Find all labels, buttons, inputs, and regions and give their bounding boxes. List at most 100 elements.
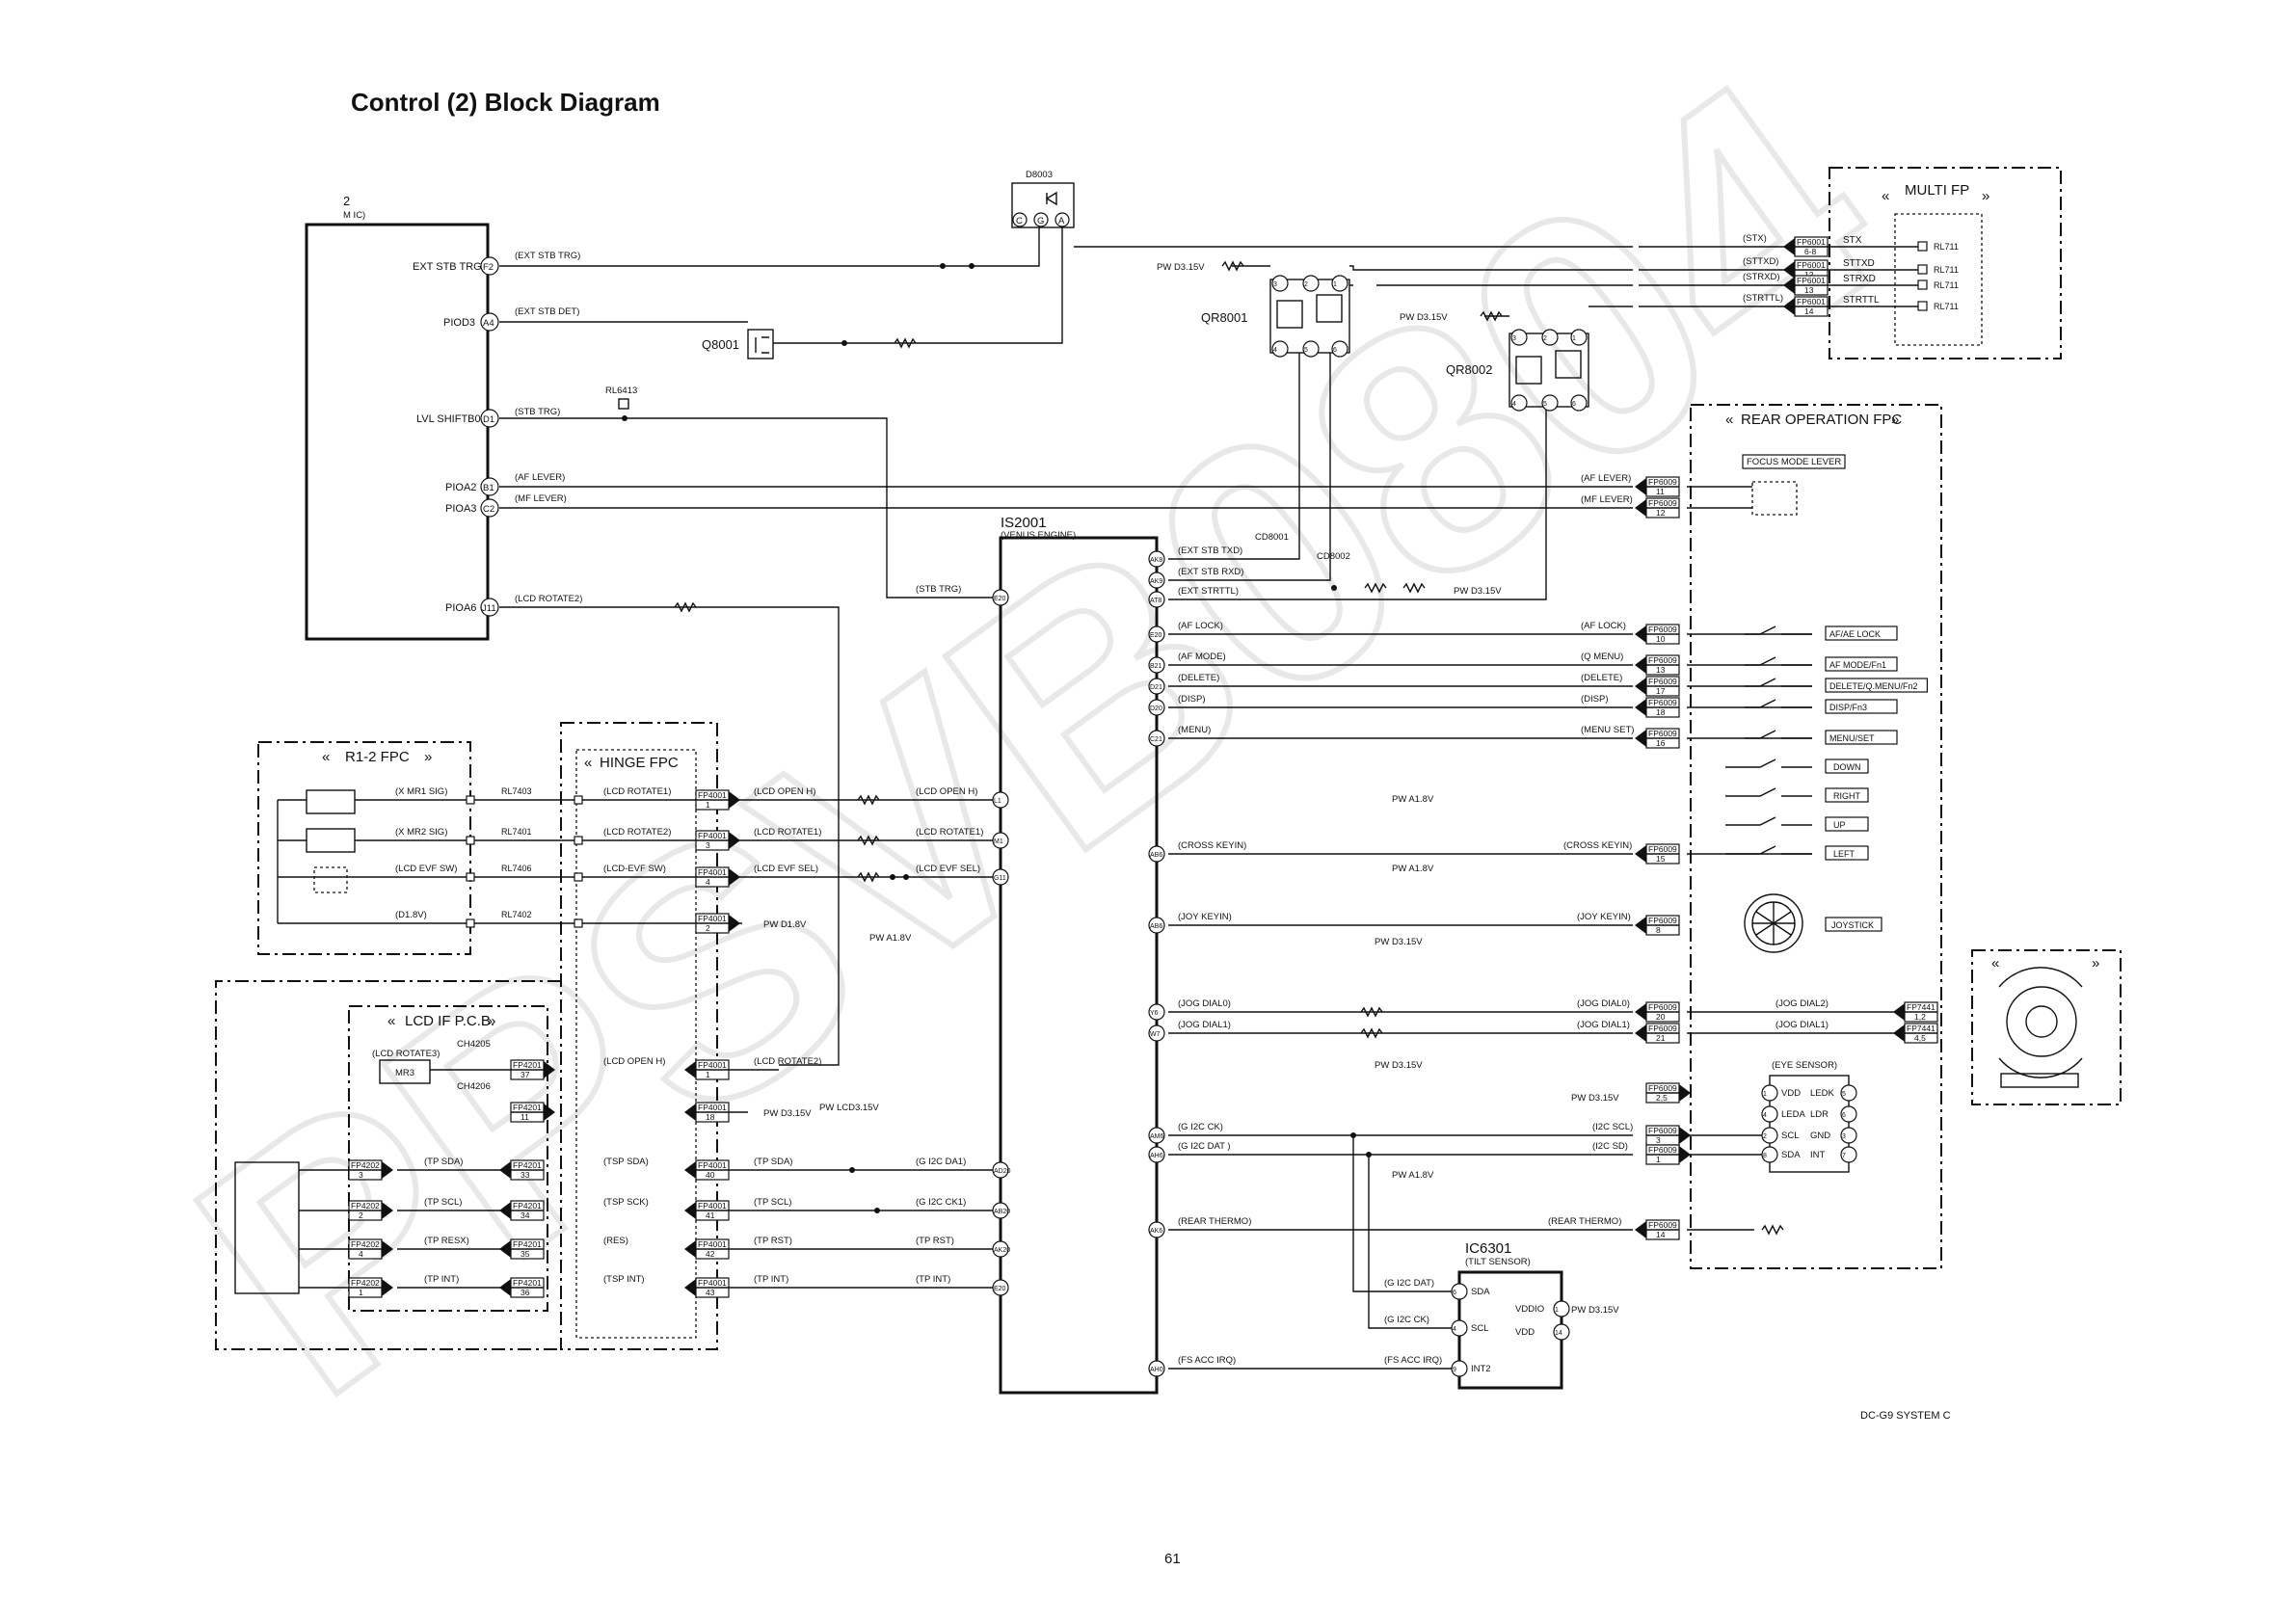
rear-fpc-title: REAR OPERATION FPC: [1741, 412, 1902, 428]
i2c-conn-ref: FP6009: [1648, 1145, 1677, 1155]
qr-pin-circle: [1271, 340, 1289, 358]
qr-pin: 2: [1543, 335, 1547, 342]
is2001-right-pin-circle: [1148, 1360, 1165, 1377]
lcd-outer-frame: [215, 980, 561, 1350]
rear-button-signal: (DISP): [1581, 694, 1609, 705]
qr-pin: 3: [1273, 281, 1277, 288]
fp4201-tp-conn-pin: 35: [521, 1249, 530, 1259]
is2001-right-pin: AM6: [1150, 1133, 1164, 1140]
rear-lever-conn-pin: 12: [1656, 508, 1666, 518]
cross-keyin-signal: (CROSS KEYIN): [1563, 840, 1632, 851]
hinge-conn-pin: 4: [706, 877, 710, 887]
is2001-right-pin: AH6: [1150, 1153, 1163, 1159]
jog-conn-pin: 21: [1656, 1033, 1666, 1043]
cd8002-label: CD8002: [1317, 551, 1350, 562]
r12-signal: (D1.8V): [395, 910, 427, 920]
is2001-right-pin: AT8: [1150, 598, 1161, 604]
hinge-lower-conn-pin: 40: [706, 1170, 715, 1180]
hinge-fpc-chev: «: [584, 755, 592, 771]
pw-d315-label: PW D3.15V: [763, 1108, 812, 1119]
qr-pin-circle: [1541, 329, 1559, 346]
pw-d18-label: PW D1.8V: [763, 919, 807, 930]
lcd-tp-signal: (TP SCL): [424, 1197, 462, 1208]
is2001-right-pin-circle: [1148, 699, 1165, 716]
jog-conn-arrow: [1635, 1024, 1646, 1042]
is2001-right-pin-circle: [1148, 625, 1165, 643]
mic-pin: J11: [482, 603, 496, 614]
eye-pin-left-circle: [1761, 1105, 1778, 1123]
is2001-right-pin: B21: [1150, 663, 1162, 670]
is2001-right-signal: (FS ACC IRQ): [1178, 1355, 1236, 1366]
ic6301-left-name: SDA: [1471, 1287, 1490, 1297]
evf-sw-box: [313, 866, 348, 893]
is2001-right-signal: (DELETE): [1178, 673, 1219, 683]
rl711-label: RL711: [1934, 280, 1959, 290]
rear-button-conn-ref: FP6009: [1648, 677, 1677, 686]
jog-chev-r: »: [2092, 955, 2099, 971]
multi-fp-conn-arrow: [1783, 277, 1795, 294]
fp4202-conn-ref: FP4202: [351, 1160, 380, 1170]
r12-signal: (X MR2 SIG): [395, 827, 447, 838]
hinge-signal: (LCD ROTATE2): [603, 827, 671, 838]
r12-fpc-frame: [257, 741, 471, 955]
ic6301-name: IC6301: [1465, 1240, 1511, 1257]
eye-pin-right: 3: [1842, 1133, 1846, 1140]
fp4201-conn-arrow: [544, 1104, 555, 1121]
is2001-right-pin: AK6: [1150, 1228, 1162, 1235]
ic6301-right-pin-circle: [1553, 1300, 1570, 1317]
hinge-out-signal: (LCD EVF SEL): [754, 864, 818, 874]
lcd-tp-signal: (TP INT): [424, 1274, 459, 1285]
is2001-right-pin: AH0: [1150, 1367, 1163, 1373]
pw-d315-label: PW D3.15V: [1157, 262, 1205, 273]
rear-lever-conn-arrow: [1635, 499, 1646, 517]
cross-keyin-conn-arrow: [1635, 845, 1646, 863]
rear-button-label-box: [1825, 625, 1898, 641]
switch-icon: [1745, 656, 1812, 666]
q8001-label: Q8001: [702, 337, 739, 352]
rear-button-label: DELETE/Q.MENU/Fn2: [1829, 681, 1918, 691]
qr-pin-circle: [1302, 340, 1320, 358]
mic-pin-name: PIOA6: [445, 602, 476, 614]
ic6301-left-pin-circle: [1451, 1360, 1468, 1377]
rear-thermo-conn-arrow: [1635, 1221, 1646, 1238]
mic-pin: F2: [483, 262, 494, 273]
hinge-lower-signal: (TSP SCK): [603, 1197, 649, 1208]
is2001-left-signal: (LCD ROTATE1): [916, 827, 983, 838]
qr-pin-circle: [1331, 275, 1348, 292]
eye-pin-right: 6: [1842, 1112, 1846, 1119]
cross-keyin-conn-pin: 15: [1656, 854, 1666, 864]
rear-button-conn-pin: 10: [1656, 634, 1666, 644]
switch-icon: [1725, 758, 1812, 768]
hinge-lower-out-signal: (LCD ROTATE2): [754, 1056, 821, 1067]
multi-fp-rows: (STX)FP60016-8STXRL711(STTXD)FP600112STT…: [1743, 233, 1959, 317]
pw-d315-label: PW D3.15V: [1375, 937, 1423, 947]
rear-button-conn-arrow: [1635, 699, 1646, 716]
rear-lever-signal: (MF LEVER): [1581, 494, 1633, 505]
hinge-conn-ref: FP4001: [698, 790, 727, 800]
d8003-pin-c: C: [1016, 216, 1023, 226]
switch-icon: [1725, 816, 1812, 826]
eye-pin-right: 5: [1842, 1091, 1846, 1098]
hinge-lower-conn-ref: FP4001: [698, 1103, 727, 1112]
fp4201-tp-conn-arrow: [499, 1240, 511, 1258]
i2c-conn-pin: 3: [1656, 1135, 1661, 1145]
hinge-lower-conn-pin: 18: [706, 1112, 715, 1122]
rear-button-signal: (MENU SET): [1581, 725, 1634, 735]
is2001-left-pin: L1: [994, 798, 1001, 805]
hinge-signal: (LCD-EVF SW): [603, 864, 666, 874]
mic-pin-name: PIOD3: [443, 317, 475, 329]
ic6301-left-name: SCL: [1471, 1323, 1488, 1334]
ic6301-left-signal: (G I2C CK): [1384, 1315, 1429, 1325]
jog-signal-2: (JOG DIAL1): [1775, 1020, 1829, 1030]
is2001-left-pin: E20: [994, 596, 1006, 602]
is2001-left-signal: (LCD OPEN H): [916, 786, 977, 797]
multi-fp-signal: (STRTTL): [1743, 293, 1783, 304]
cross-label: UP: [1833, 820, 1846, 830]
hinge-lower-conn-pin: 1: [706, 1070, 710, 1079]
rear-button-conn-arrow: [1635, 678, 1646, 695]
multi-fp-name: STX: [1843, 235, 1862, 246]
hinge-lower-conn-arrow: [684, 1061, 696, 1078]
rl711-pad: [1917, 279, 1928, 290]
rear-button-conn-ref: FP6009: [1648, 729, 1677, 738]
fp4201-conn-ref: FP4201: [513, 1103, 542, 1112]
